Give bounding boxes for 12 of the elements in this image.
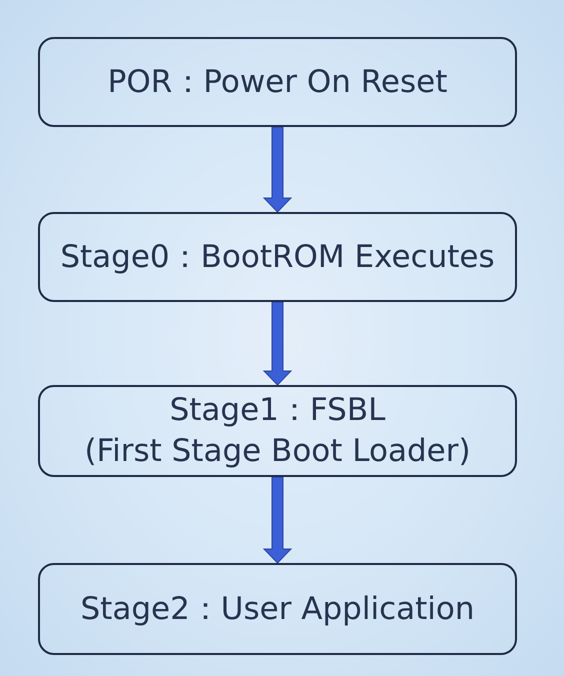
process-box <box>38 37 517 127</box>
step-label: POR：Power On Reset <box>108 62 448 102</box>
step-label: Stage2：User Application <box>80 590 475 628</box>
process-box <box>38 385 517 477</box>
process-box <box>38 212 517 302</box>
arrow <box>262 126 292 213</box>
step-label: Stage0：BootROM Executes <box>60 238 495 276</box>
step-label: Stage1：FSBL <box>170 391 386 430</box>
arrow <box>262 302 292 386</box>
process-box <box>38 563 517 655</box>
step-label: (First Stage Boot Loader) <box>84 432 471 471</box>
arrow <box>262 476 292 564</box>
